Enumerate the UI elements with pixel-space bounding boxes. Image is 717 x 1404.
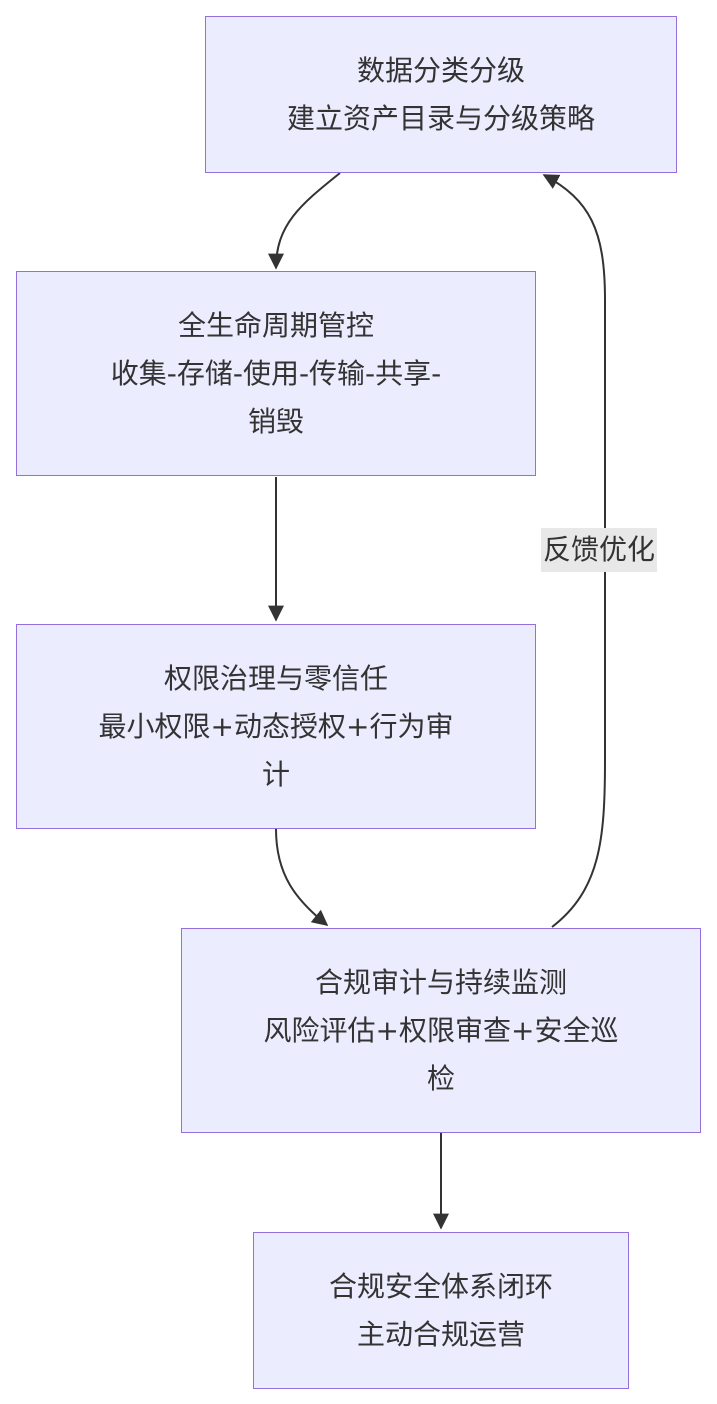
node-text: 计: [261, 757, 290, 791]
edge-label-feedback: 反馈优化: [541, 528, 658, 572]
node-permission-zero-trust: 权限治理与零信任 最小权限+动态授权+行为审 计: [16, 624, 536, 829]
node-text: 合规审计与持续监测: [314, 965, 567, 999]
node-text: 最小权限+动态授权+行为审: [98, 709, 454, 743]
node-text: 权限治理与零信任: [163, 661, 388, 695]
node-text: 合规安全体系闭环: [328, 1269, 553, 1303]
node-compliance-audit: 合规审计与持续监测 风险评估+权限审查+安全巡 检: [181, 928, 701, 1133]
node-lifecycle-control: 全生命周期管控 收集-存储-使用-传输-共享- 销毁: [16, 271, 536, 476]
node-text: 全生命周期管控: [177, 308, 374, 342]
node-text: 销毁: [247, 404, 304, 438]
node-data-classification: 数据分类分级 建立资产目录与分级策略: [205, 16, 677, 173]
edge-permission-to-audit: [275, 828, 329, 927]
node-text: 数据分类分级: [356, 53, 525, 87]
node-text: 主动合规运营: [356, 1317, 525, 1351]
node-text: 收集-存储-使用-传输-共享-: [110, 356, 442, 390]
node-closed-loop: 合规安全体系闭环 主动合规运营: [253, 1232, 629, 1389]
node-text: 检: [426, 1061, 455, 1095]
node-text: 建立资产目录与分级策略: [286, 101, 595, 135]
edge-classify-to-lifecycle: [268, 172, 341, 270]
node-text: 风险评估+权限审查+安全巡: [263, 1013, 619, 1047]
edge-feedback-audit-to-classify: [542, 174, 606, 928]
